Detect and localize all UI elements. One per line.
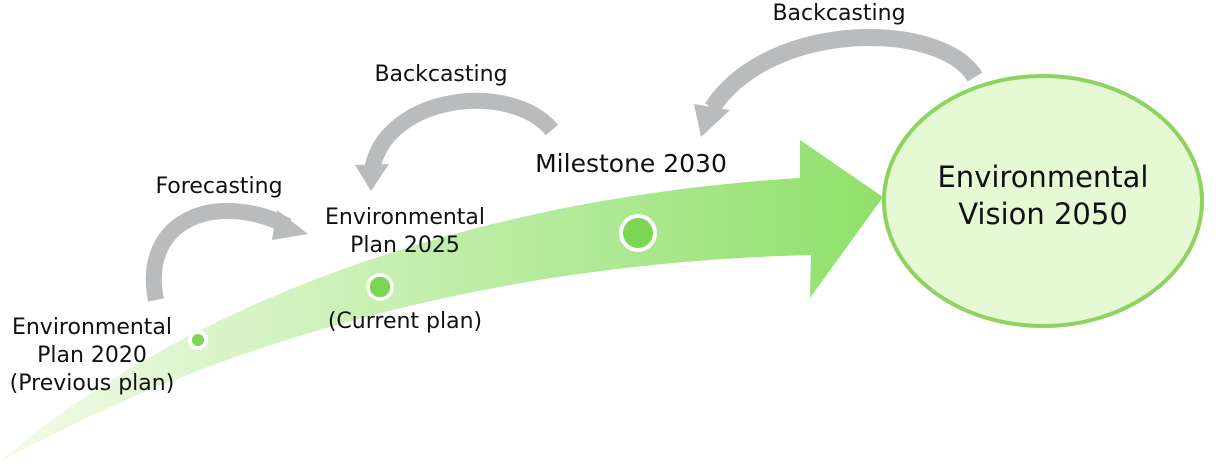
vision-line2: Vision 2050 xyxy=(958,196,1128,231)
backcasting-label-right: Backcasting xyxy=(772,1,906,26)
progress-arrow xyxy=(0,140,883,462)
backcasting-connector-left xyxy=(355,92,559,191)
plan2020-line1: Environmental xyxy=(11,315,173,340)
plan2020-label: Environmental Plan 2020 (Previous plan) xyxy=(0,314,184,398)
vision-line1: Environmental xyxy=(937,160,1149,194)
plan2020-line3: (Previous plan) xyxy=(9,370,175,396)
plan2025-label: Environmental Plan 2025 xyxy=(314,204,496,260)
plan2025-note: (Current plan) xyxy=(327,309,483,334)
milestone-label: Milestone 2030 xyxy=(535,149,727,178)
vision-label: Environmental Vision 2050 xyxy=(903,159,1183,233)
plan2020-line2: Plan 2020 xyxy=(37,342,147,368)
forecasting-label: Forecasting xyxy=(155,174,283,199)
plan2025-dot xyxy=(366,273,394,301)
backcasting-label-left: Backcasting xyxy=(374,62,508,87)
forecasting-connector xyxy=(146,203,308,302)
backcasting-connector-right xyxy=(694,29,983,137)
vision-circle xyxy=(882,74,1204,328)
plan2020-dot xyxy=(188,330,208,350)
milestone-dot xyxy=(619,214,657,252)
plan2025-line2: Plan 2025 xyxy=(350,232,460,258)
plan2025-line1: Environmental xyxy=(324,205,486,230)
